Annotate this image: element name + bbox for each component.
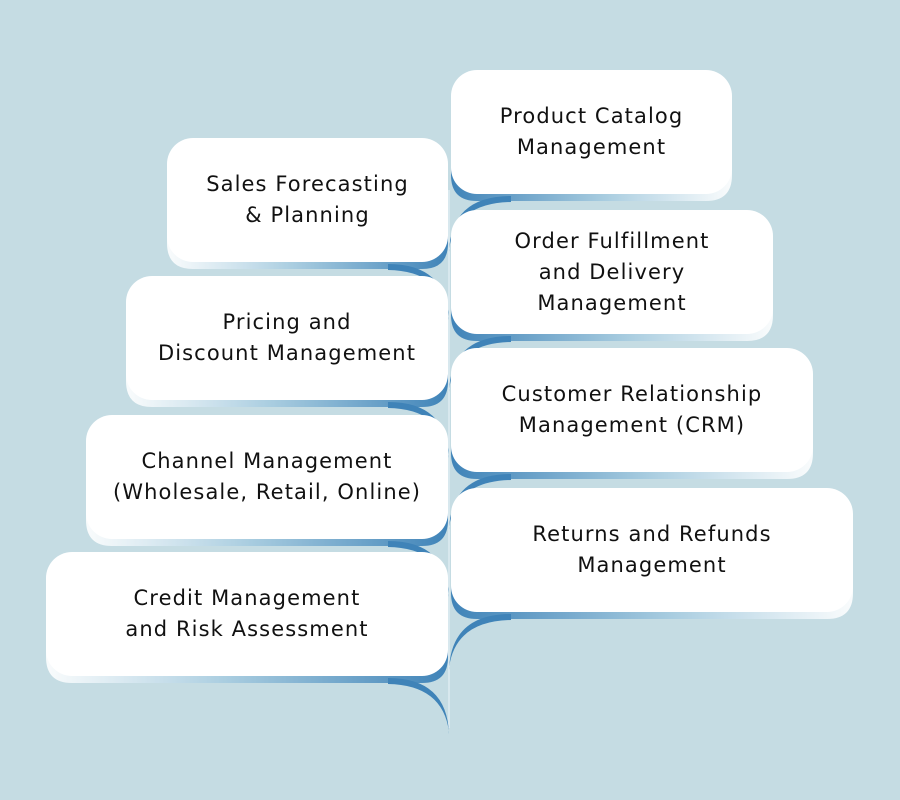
connector-tail-icon [388,402,449,458]
card-label: Pricing and Discount Management [157,310,417,365]
card-label: Sales Forecasting & Planning [206,172,409,227]
connector-tail-icon [388,678,449,734]
card-label: Customer Relationship Management (CRM) [501,382,763,437]
card-returns-refunds: Returns and Refunds Management [451,488,853,612]
card-label: Product Catalog Management [499,104,684,159]
card-label: Order Fulfillment and Delivery Managemen… [514,228,710,315]
connector-tail-icon [449,474,511,530]
card-order-fulfillment: Order Fulfillment and Delivery Managemen… [451,210,773,334]
connector-tail-icon [449,336,511,392]
connector-tail-icon [449,614,511,670]
card-sales-forecasting: Sales Forecasting & Planning [167,138,448,262]
connector-tail-group [388,196,511,734]
connector-tail-icon [388,264,449,320]
card-label: Credit Management and Risk Assessment [125,586,369,641]
card-channel-management: Channel Management (Wholesale, Retail, O… [86,415,448,539]
card-label: Channel Management (Wholesale, Retail, O… [112,449,422,504]
connector-tail-icon [449,196,511,252]
card-credit-management: Credit Management and Risk Assessment [46,552,448,676]
card-pricing-discount: Pricing and Discount Management [126,276,448,400]
card-crm: Customer Relationship Management (CRM) [451,348,813,472]
card-product-catalog: Product Catalog Management [451,70,732,194]
card-label: Returns and Refunds Management [532,522,772,577]
